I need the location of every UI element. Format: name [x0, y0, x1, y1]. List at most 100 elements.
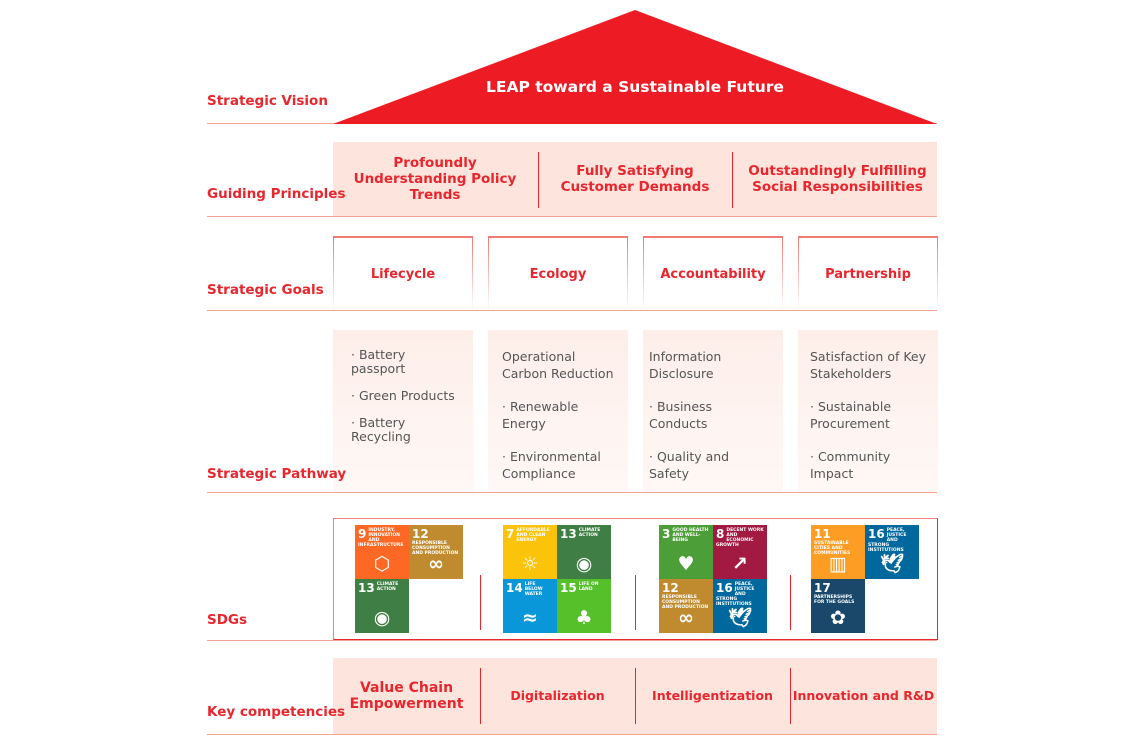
pathway-item: · Battery Recycling	[351, 415, 411, 444]
sdg-icon: ≈	[522, 607, 538, 629]
pathway-item: · Renewable Energy	[502, 399, 579, 431]
vision-roof	[333, 10, 937, 124]
row-label-principles: Guiding Principles	[207, 186, 346, 202]
sdg-icon: ▥	[829, 553, 847, 575]
goal-partnership: Partnership	[798, 236, 938, 310]
pathway-item: Operational Carbon Reduction	[502, 349, 614, 381]
divider	[207, 492, 937, 493]
principles-band	[333, 142, 937, 216]
pathway-item: Information Disclosure	[649, 349, 722, 381]
goal-accountability: Accountability	[643, 236, 783, 310]
principle-2: Fully Satisfying Customer Demands	[560, 163, 710, 195]
sdg-title: CLIMATE ACTION	[578, 528, 601, 538]
pathway-lifecycle: · Battery passport · Green Products · Ba…	[333, 330, 473, 492]
row-label-pathway: Strategic Pathway	[207, 466, 347, 482]
separator	[732, 152, 733, 208]
sdg-title: RESPONSIBLE CONSUMPTION AND PRODUCTION	[662, 595, 709, 610]
sdg-title: AFFORDABLE AND CLEAN ENERGY	[516, 528, 550, 543]
separator	[480, 575, 481, 630]
pathway-partnership: Satisfaction of Key Stakeholders · Susta…	[798, 330, 938, 492]
pathway-item: · Community Impact	[810, 449, 891, 481]
sdg-title: PEACE, JUSTICE AND STRONG INSTITUTIONS	[716, 582, 755, 607]
divider	[207, 734, 937, 735]
pathway-item: · Environmental Compliance	[502, 449, 601, 481]
pathway-item: · Battery passport	[351, 347, 406, 376]
sdg-title: LIFE ON LAND	[578, 582, 599, 592]
sdg-title: PARTNERSHIPS FOR THE GOALS	[814, 595, 855, 605]
sdg-icon: ♣	[575, 607, 593, 629]
sdg-number: 12	[412, 527, 429, 541]
row-label-vision: Strategic Vision	[207, 93, 328, 109]
sdg-icon: ✿	[830, 607, 846, 629]
separator	[538, 152, 539, 208]
divider	[207, 310, 937, 311]
separator	[635, 668, 636, 724]
divider	[207, 640, 937, 641]
separator	[480, 668, 481, 724]
sdg-title: DECENT WORK AND ECONOMIC GROWTH	[716, 528, 764, 548]
sdg-icon: ☼	[521, 553, 539, 575]
pathway-accountability: Information Disclosure · Business Conduc…	[643, 330, 783, 492]
sdg-number: 17	[814, 581, 831, 595]
sdg-number: 11	[814, 527, 831, 541]
pathway-item: · Green Products	[351, 388, 455, 403]
pathway-item: · Business Conducts	[649, 399, 713, 431]
separator	[790, 668, 791, 724]
sdg-number: 13	[560, 527, 577, 541]
sdg-icon: 🕊	[727, 607, 753, 629]
sdg-title: PEACE, JUSTICE AND STRONG INSTITUTIONS	[868, 528, 907, 553]
goal-lifecycle: Lifecycle	[333, 236, 473, 310]
sdgs-box	[333, 518, 938, 640]
sdg-icon: ◉	[575, 553, 593, 575]
sdg-icon: ⬡	[373, 553, 391, 575]
sdg-number: 7	[506, 527, 515, 541]
sdg-icon: ∞	[428, 553, 444, 575]
sdg-icon: ◉	[373, 607, 391, 629]
sdg-number: 16	[716, 581, 733, 595]
separator	[635, 575, 636, 630]
principle-3: Outstandingly Fulfilling Social Responsi…	[748, 163, 927, 195]
sdg-title: RESPONSIBLE CONSUMPTION AND PRODUCTION	[412, 541, 459, 556]
sdg-icon: 🕊	[879, 553, 905, 575]
competency-innovation: Innovation and R&D	[792, 688, 935, 703]
sdg-title: LIFE BELOW WATER	[524, 582, 543, 597]
competency-value-chain: Value Chain Empowerment	[349, 680, 464, 712]
row-label-goals: Strategic Goals	[207, 282, 324, 298]
pathway-item: · Sustainable Procurement	[810, 399, 892, 431]
competency-intelligentization: Intelligentization	[652, 688, 773, 703]
sdg-title: GOOD HEALTH AND WELL-BEING	[672, 528, 709, 543]
pathway-item: · Quality and Safety	[649, 449, 730, 481]
row-label-competencies: Key competencies	[207, 704, 346, 720]
sdg-icon: ∞	[678, 607, 694, 629]
principle-1: Profoundly Understanding Policy Trends	[353, 155, 517, 203]
sdg-title: CLIMATE ACTION	[376, 582, 399, 592]
sdg-number: 3	[662, 527, 671, 541]
row-label-sdgs: SDGs	[207, 612, 248, 628]
divider	[207, 216, 937, 217]
sdg-title: SUSTAINABLE CITIES AND COMMUNITIES	[814, 541, 851, 556]
sdg-icon: ♥	[677, 553, 695, 575]
pathway-item: Satisfaction of Key Stakeholders	[810, 349, 927, 381]
sdg-number: 16	[868, 527, 885, 541]
sdg-number: 8	[716, 527, 725, 541]
sdg-number: 15	[560, 581, 577, 595]
sdg-title: INDUSTRY, INNOVATION AND INFRASTRUCTURE	[358, 528, 404, 548]
vision-title: LEAP toward a Sustainable Future	[486, 78, 784, 96]
sdg-number: 12	[662, 581, 679, 595]
competency-digitalization: Digitalization	[510, 688, 605, 703]
sdg-number: 9	[358, 527, 367, 541]
sdg-number: 13	[358, 581, 375, 595]
